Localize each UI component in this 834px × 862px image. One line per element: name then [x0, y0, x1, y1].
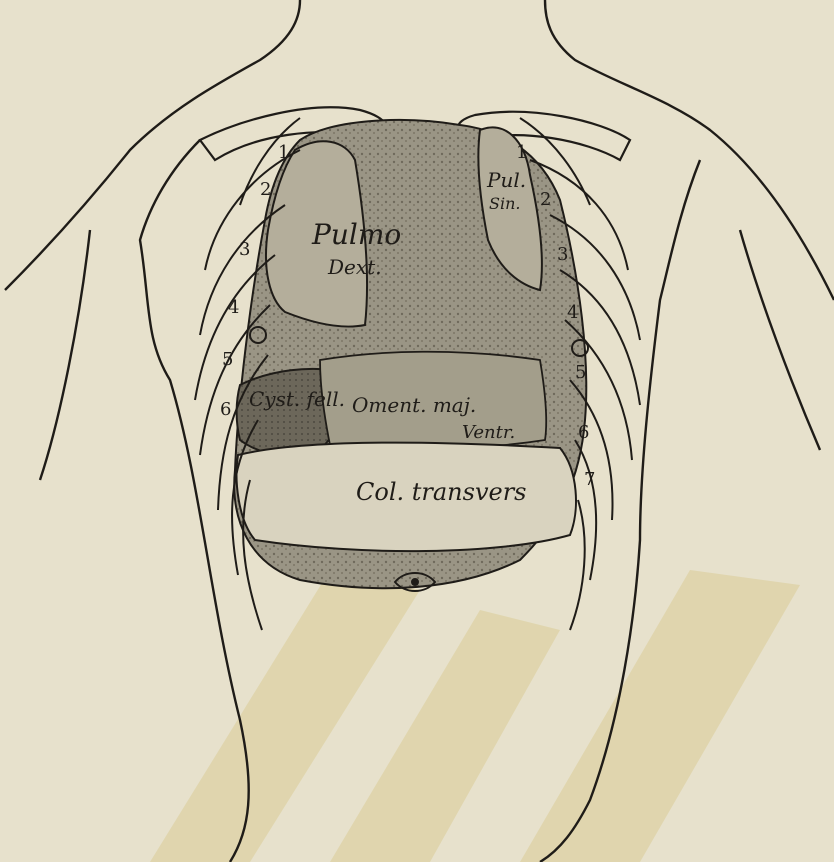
label-pulmo-dext-2: Dext. — [327, 255, 382, 279]
rib-number: 5 — [222, 349, 233, 370]
label-pulmo-sin-1: Pul. — [486, 168, 526, 192]
rib-number: 3 — [557, 244, 568, 265]
rib-number: 7 — [584, 469, 595, 490]
label-pulmo-sin-2: Sin. — [489, 194, 520, 213]
rib-number: 1 — [516, 142, 527, 163]
rib-number: 2 — [260, 179, 271, 200]
label-oment-maj: Oment. maj. — [352, 393, 476, 417]
label-pulmo-dext-1: Pulmo — [311, 218, 401, 251]
rib-number: 5 — [575, 362, 586, 383]
rib-number: 3 — [239, 239, 250, 260]
rib-number: 4 — [228, 297, 239, 318]
rib-number: 6 — [220, 399, 231, 420]
label-col-transvers: Col. transvers — [356, 478, 527, 506]
rib-number: 4 — [567, 302, 578, 323]
label-cyst-fell: Cyst. fell. — [249, 387, 345, 411]
rib-number: 6 — [578, 422, 589, 443]
rib-number: 2 — [540, 189, 551, 210]
rib-number: 1 — [278, 142, 289, 163]
label-ventr: Ventr. — [462, 422, 515, 443]
